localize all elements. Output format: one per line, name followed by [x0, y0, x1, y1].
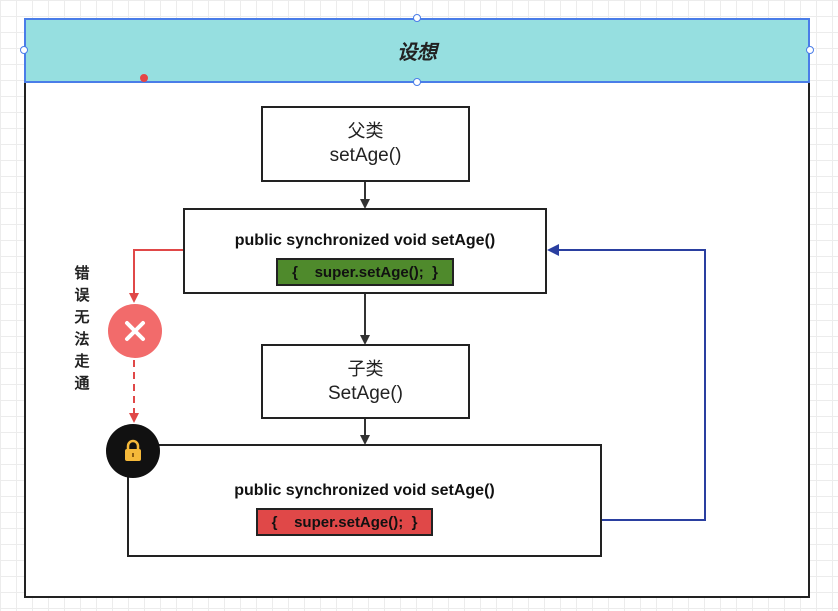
error-arrow-solid	[129, 249, 183, 303]
close-icon	[125, 321, 145, 341]
resize-handle-left[interactable]	[20, 46, 28, 54]
resize-handle-right[interactable]	[806, 46, 814, 54]
parent-class-box[interactable]: 父类 setAge()	[261, 106, 470, 182]
lock-icon	[125, 439, 141, 461]
connection-point[interactable]	[140, 74, 148, 82]
parent-class-method: setAge()	[329, 145, 402, 166]
error-indicator	[108, 304, 162, 358]
child-class-method: SetAge()	[328, 382, 403, 404]
child-method-signature: public synchronized void setAge()	[234, 482, 495, 499]
header-title: 设想	[397, 40, 437, 64]
diagram-header[interactable]: 设想	[24, 18, 810, 83]
error-note: 错 误 无 法 走 通	[74, 264, 90, 392]
parent-class-label: 父类	[347, 121, 384, 142]
resize-handle-top[interactable]	[413, 14, 421, 22]
child-method-box[interactable]: public synchronized void setAge() { supe…	[127, 444, 602, 557]
parent-method-body: { super.setAge(); }	[276, 258, 454, 286]
child-class-box[interactable]: 子类 SetAge()	[261, 344, 470, 419]
parent-method-signature: public synchronized void setAge()	[234, 232, 496, 249]
resize-handle-bottom[interactable]	[413, 78, 421, 86]
child-method-body: { super.setAge(); }	[255, 508, 434, 536]
lock-indicator	[106, 424, 160, 478]
parent-method-box[interactable]: public synchronized void setAge() { supe…	[183, 208, 547, 294]
child-class-label: 子类	[347, 358, 384, 380]
